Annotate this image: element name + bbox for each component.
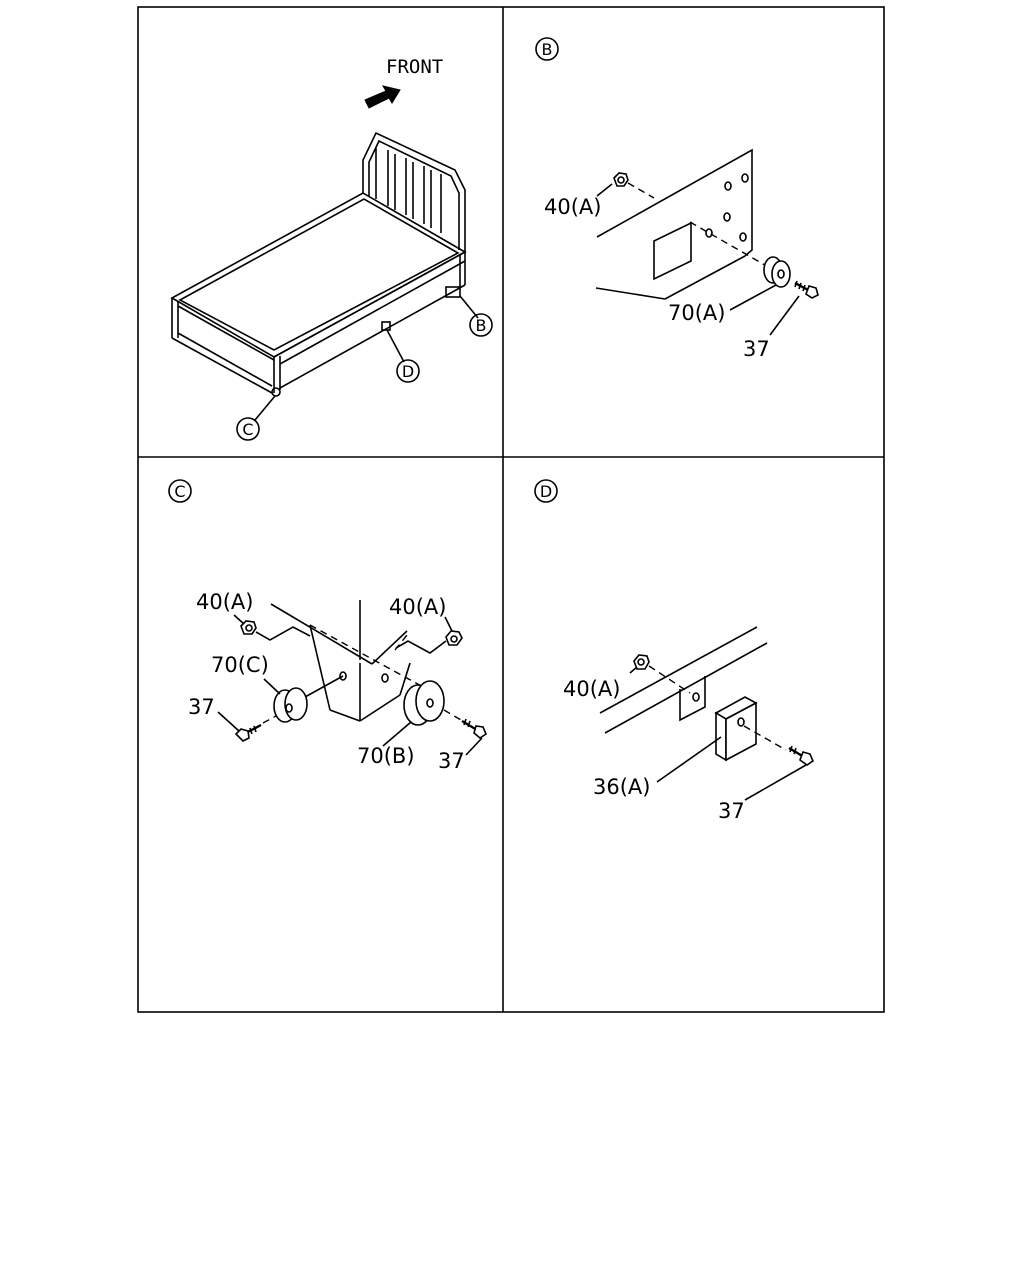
part-label-40a-right: 40(A) bbox=[389, 595, 446, 619]
callout-c: C bbox=[236, 417, 260, 441]
part-label-40a-left: 40(A) bbox=[196, 590, 253, 614]
bolt-37-d bbox=[788, 745, 814, 766]
svg-text:B: B bbox=[542, 40, 553, 59]
bolt-37-left bbox=[234, 723, 262, 742]
part-label-36a: 36(A) bbox=[593, 775, 650, 799]
callout-b: B bbox=[469, 313, 493, 337]
part-label-37: 37 bbox=[743, 337, 770, 361]
panel-d: D 40(A) 36(A) 37 bbox=[534, 479, 814, 823]
rubber-cushion-70c bbox=[273, 687, 308, 723]
panel-c-circle-label: C bbox=[168, 479, 192, 503]
nut-40a-right bbox=[445, 630, 463, 646]
callout-d: D bbox=[396, 359, 420, 383]
panel-b-circle-label: B bbox=[535, 37, 559, 61]
bolt-37 bbox=[794, 280, 819, 299]
nut-40d bbox=[633, 654, 650, 670]
svg-text:C: C bbox=[174, 482, 185, 501]
part-label-37-left: 37 bbox=[188, 695, 215, 719]
bolt-37-right bbox=[461, 718, 487, 739]
part-label-40a: 40(A) bbox=[544, 195, 601, 219]
panel-b: B 40(A) 70(A) bbox=[535, 37, 819, 361]
panel-d-circle-label: D bbox=[534, 479, 558, 503]
part-label-70c: 70(C) bbox=[211, 653, 269, 677]
svg-text:D: D bbox=[540, 482, 552, 501]
panel-c: C 40(A) 40(A) 70(C) bbox=[168, 479, 487, 773]
front-arrow-icon bbox=[364, 85, 401, 109]
part-label-40a-d: 40(A) bbox=[563, 677, 620, 701]
panel-overview: FRONT bbox=[170, 56, 493, 441]
rubber-cushion-70b bbox=[403, 680, 445, 726]
svg-text:C: C bbox=[242, 420, 253, 439]
rubber-cushion-70a bbox=[763, 256, 791, 288]
svg-text:D: D bbox=[402, 362, 414, 381]
truck-body-drawing bbox=[170, 131, 467, 397]
part-label-70b: 70(B) bbox=[357, 744, 415, 768]
front-label: FRONT bbox=[386, 56, 443, 78]
nut-40a-left bbox=[240, 620, 257, 635]
nut-40a bbox=[613, 172, 629, 187]
part-label-70a: 70(A) bbox=[668, 301, 725, 325]
part-label-37-right: 37 bbox=[438, 749, 465, 773]
svg-text:B: B bbox=[476, 316, 487, 335]
pad-36a bbox=[714, 696, 758, 762]
part-label-37-d: 37 bbox=[718, 799, 745, 823]
grid-frame bbox=[137, 6, 885, 1013]
